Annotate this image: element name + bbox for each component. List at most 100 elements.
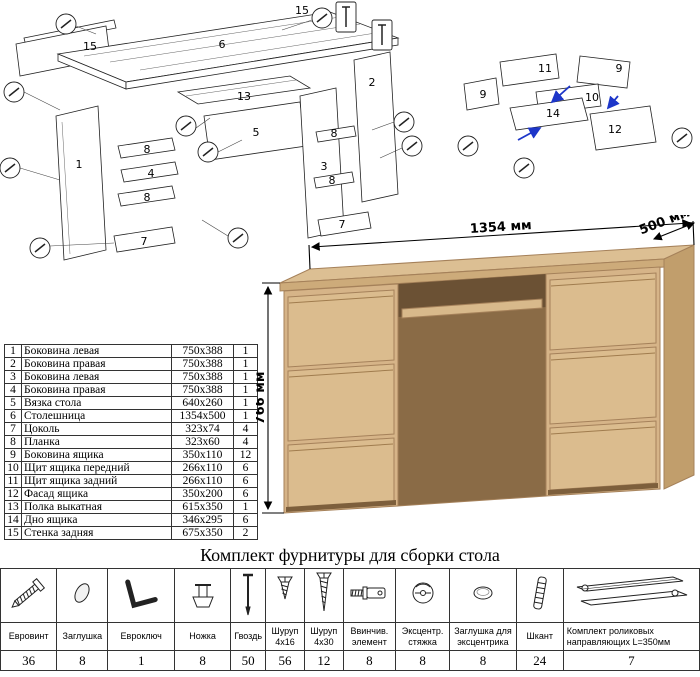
part-qty: 4 xyxy=(233,422,258,436)
part-name: Боковина правая xyxy=(21,383,172,397)
hardware-callout xyxy=(3,81,25,103)
part-qty: 12 xyxy=(233,448,258,462)
part-qty: 6 xyxy=(233,513,258,527)
drawer-part-shapes xyxy=(463,53,657,151)
part-number: 2 xyxy=(4,357,22,371)
part-label: 2 xyxy=(369,76,376,89)
desk-top-edge xyxy=(279,258,665,292)
part-label: 9 xyxy=(480,88,487,101)
hardware-qty: 8 xyxy=(342,650,396,671)
part-qty: 1 xyxy=(233,370,258,384)
drawer-back-part xyxy=(499,53,560,87)
hardware-name: Заглушка для эксцентрика xyxy=(449,622,517,651)
drawer-front[interactable] xyxy=(287,363,395,442)
hardware-qty: 8 xyxy=(173,650,232,671)
leader-lines xyxy=(19,19,403,247)
part-size: 350x200 xyxy=(171,487,234,501)
part-qty: 6 xyxy=(233,487,258,501)
desk-right-side xyxy=(663,244,695,490)
part-size: 323x74 xyxy=(171,422,234,436)
drawer-front[interactable] xyxy=(549,346,657,425)
part-number: 9 xyxy=(4,448,22,462)
part-number: 3 xyxy=(4,370,22,384)
parts-table-row: 5 Вязка стола 640x260 1 xyxy=(4,396,258,410)
part-name: Щит ящика задний xyxy=(21,474,172,488)
hardware-name: Комплект роликовых направляющих L=350мм xyxy=(562,622,700,651)
part-name: Цоколь xyxy=(21,422,172,436)
keyboard-tray[interactable] xyxy=(401,298,543,319)
part-name: Боковина ящика xyxy=(21,448,172,462)
wooden-dowel-icon xyxy=(532,576,547,610)
parts-table-row: 6 Столешница 1354x500 1 xyxy=(4,409,258,423)
part-name: Щит ящика передний xyxy=(21,461,172,475)
part-label: 12 xyxy=(608,123,622,136)
part-name: Дно ящика xyxy=(21,513,172,527)
part-number: 4 xyxy=(4,383,22,397)
part-number: 5 xyxy=(4,396,22,410)
part-number: 11 xyxy=(4,474,22,488)
part-qty: 1 xyxy=(233,396,258,410)
drawer-front[interactable] xyxy=(287,437,395,510)
hardware-name: Шуруп 4x30 xyxy=(303,622,344,651)
hardware-callout xyxy=(401,135,423,157)
hardware-name: Заглушка xyxy=(56,622,109,651)
cap-plug-icon xyxy=(74,583,90,603)
hardware-name: Ввинчив. элемент xyxy=(342,622,396,651)
part-size: 350x110 xyxy=(171,448,234,462)
hardware-name: Евровинт xyxy=(0,622,58,651)
hardware-qty: 50 xyxy=(230,650,267,671)
drawer-side-part xyxy=(576,55,631,89)
hardware-qty: 1 xyxy=(107,650,175,671)
hardware-name: Ножка xyxy=(173,622,232,651)
part-number: 6 xyxy=(4,409,22,423)
hardware-kit-title: Комплект фурнитуры для сборки стола xyxy=(200,545,500,565)
hardware-callout xyxy=(55,13,77,35)
part-size: 266x110 xyxy=(171,474,234,488)
hardware-qty: 56 xyxy=(265,650,305,671)
hardware-icons-row xyxy=(0,568,700,623)
desk-render: 1354 мм 500 мм 766 мм xyxy=(256,215,696,514)
part-label: 8 xyxy=(144,191,151,204)
drawer-side-part xyxy=(463,77,500,111)
drawer-front[interactable] xyxy=(549,272,657,351)
drawer-front[interactable] xyxy=(287,289,395,368)
part-number: 13 xyxy=(4,500,22,514)
hardware-callouts xyxy=(0,7,423,259)
hardware-qty: 12 xyxy=(303,650,344,671)
hardware-qty: 8 xyxy=(449,650,517,671)
cam-cover-cap-icon xyxy=(473,586,493,600)
part-name: Боковина правая xyxy=(21,357,172,371)
part-qty: 6 xyxy=(233,461,258,475)
part-label: 8 xyxy=(144,143,151,156)
parts-table-row: 15 Стенка задняя 675x350 2 xyxy=(4,526,258,540)
hardware-callout xyxy=(175,115,197,137)
part-number: 12 xyxy=(4,487,22,501)
part-qty: 4 xyxy=(233,435,258,449)
boxed-screw-details xyxy=(335,1,393,51)
part-size: 1354x500 xyxy=(171,409,234,423)
hardware-name: Шуруп 4x16 xyxy=(265,622,305,651)
hardware-callout xyxy=(227,227,249,249)
hardware-qty: 7 xyxy=(562,650,700,671)
desk-body xyxy=(279,244,695,514)
drawer-front[interactable] xyxy=(549,420,657,491)
rail-part xyxy=(315,125,357,143)
roller-slide-rail-icon xyxy=(577,576,688,606)
part-name: Вязка стола xyxy=(21,396,172,410)
part-size: 346x295 xyxy=(171,513,234,527)
hardware-qty: 36 xyxy=(0,650,58,671)
part-qty: 1 xyxy=(233,383,258,397)
part-name: Планка xyxy=(21,435,172,449)
part-label: 10 xyxy=(585,91,599,104)
parts-table-row: 3 Боковина левая 750x388 1 xyxy=(4,370,258,384)
furniture-leg-icon xyxy=(191,584,214,608)
hardware-callout xyxy=(671,127,693,149)
desktop-edge xyxy=(125,37,399,90)
parts-table-row: 9 Боковина ящика 350x110 12 xyxy=(4,448,258,462)
part-number: 14 xyxy=(4,513,22,527)
part-size: 750x388 xyxy=(171,357,234,371)
part-qty: 1 xyxy=(233,500,258,514)
parts-table-row: 4 Боковина правая 750x388 1 xyxy=(4,383,258,397)
hardware-qty: 8 xyxy=(394,650,451,671)
part-label: 3 xyxy=(321,160,328,173)
